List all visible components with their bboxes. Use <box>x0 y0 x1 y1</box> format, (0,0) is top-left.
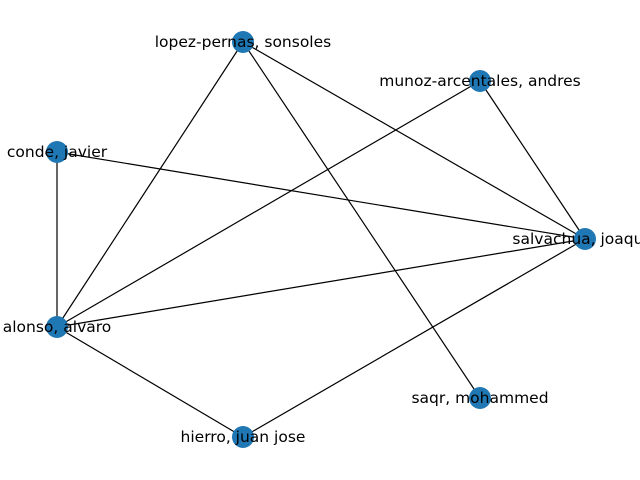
edge-alonso-hierro <box>56 326 244 438</box>
node-label-hierro: hierro, juan jose <box>181 428 306 446</box>
edge-lopez-salvachua <box>242 41 586 240</box>
edge-salvachua-alonso <box>56 238 586 328</box>
node-label-saqr: saqr, mohammed <box>411 389 548 407</box>
node-label-conde: conde, javier <box>7 143 108 161</box>
nodes-layer <box>46 31 596 448</box>
edge-lopez-alonso <box>56 41 244 328</box>
edge-salvachua-hierro <box>242 238 586 438</box>
node-alonso[interactable] <box>46 316 68 338</box>
node-label-munoz: munoz-arcentales, andres <box>379 72 581 90</box>
node-hierro[interactable] <box>232 426 254 448</box>
edge-munoz-alonso <box>56 80 481 328</box>
node-conde[interactable] <box>46 141 68 163</box>
node-lopez[interactable] <box>232 31 254 53</box>
node-label-lopez: lopez-pernas, sonsoles <box>155 33 331 51</box>
edge-conde-salvachua <box>56 151 586 240</box>
labels-layer: lopez-pernas, sonsoles munoz-arcentales, … <box>3 33 640 446</box>
node-saqr[interactable] <box>469 387 491 409</box>
edge-munoz-salvachua <box>479 80 586 240</box>
edges-layer <box>56 41 586 438</box>
node-label-alonso: alonso, alvaro <box>3 318 112 336</box>
node-salvachua[interactable] <box>574 228 596 250</box>
node-munoz[interactable] <box>469 70 491 92</box>
edge-lopez-saqr <box>242 41 481 399</box>
node-label-salvachua: salvachua, joaquin <box>512 230 640 248</box>
